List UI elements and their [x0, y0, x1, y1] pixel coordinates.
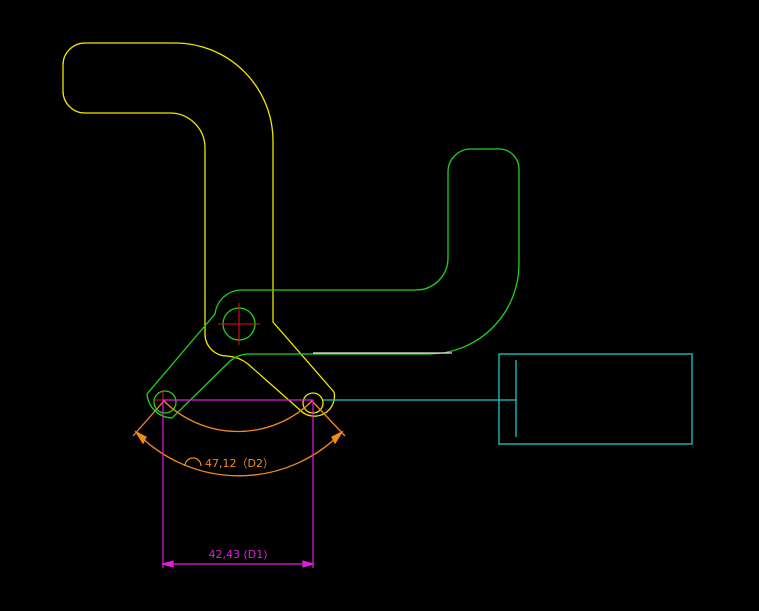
- arc-length-label: 47,12（D2）: [205, 457, 274, 470]
- center-marks: [153, 303, 260, 410]
- arc-arrow-left: [134, 430, 147, 445]
- green-lever: [146, 148, 520, 419]
- linear-dimension-label: 42,43 (D1): [208, 548, 267, 561]
- yellow-lever: [62, 42, 336, 417]
- actuator-body: [498, 353, 693, 445]
- arc-extension-right: [312, 401, 346, 437]
- arc-length-symbol: [184, 457, 202, 467]
- arc-dimension-line: [135, 431, 343, 477]
- arc-extension-left: [132, 401, 164, 437]
- linear-dimension: [160, 399, 316, 568]
- linear-arrow-left: [160, 560, 174, 568]
- green-lever-left-pin-hole: [153, 390, 177, 414]
- arc-path-inner: [162, 399, 314, 433]
- arc-dimension: [132, 399, 346, 477]
- yellow-lever-outline: [62, 42, 336, 417]
- green-lever-outline: [146, 148, 520, 419]
- linear-arrow-right: [302, 560, 316, 568]
- actuator: [323, 353, 693, 445]
- arc-arrow-right: [331, 430, 344, 445]
